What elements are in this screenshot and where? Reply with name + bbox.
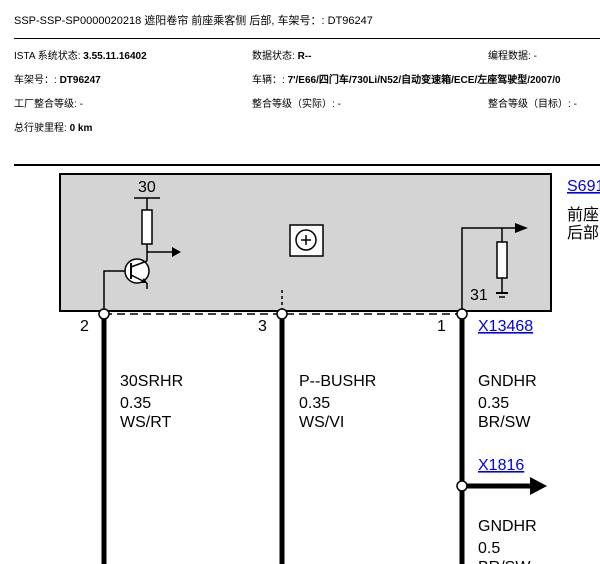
data-status: 数据状态: R-- [252,47,311,62]
vehicle-label: 车辆：: [252,75,288,86]
wire4-color: BR/SW [478,559,531,564]
data-status-value: R-- [297,51,312,62]
wire2-size: 0.35 [299,395,330,412]
ista-status-value: 3.55.11.16402 [83,51,147,62]
actual-level: 整合等级（实际）: - [252,95,341,110]
splice-link-x1816[interactable]: X1816 [478,457,524,474]
transistor-icon [124,258,150,284]
target-level-value: - [573,99,577,110]
pin-1-label: 1 [437,318,446,335]
actual-level-label: 整合等级（实际）: [252,99,338,110]
factory-level-value: - [79,99,83,110]
wire1-name: 30SRHR [120,373,183,390]
ground-input-arrow-icon [515,223,528,233]
connector-link-x13468[interactable]: X13468 [478,318,533,335]
splice-arrow-icon [530,477,547,495]
wire3-name: GNDHR [478,373,537,390]
emitter-arrow-icon [140,278,147,283]
wire1-size: 0.35 [120,395,151,412]
wire4-name: GNDHR [478,518,537,535]
mileage-info: 总行驶里程: 0 km [14,119,92,134]
header-divider [14,38,600,39]
vehicle-info: 车辆：: 7'/E66/四门车/730Li/N52/自动变速箱/ECE/左座驾驶… [252,71,600,86]
component-desc-line1: 前座 [567,206,599,224]
programming-data-label: 编程数据: [488,51,534,62]
target-level: 整合等级（目标）: - [488,95,577,110]
mileage-label: 总行驶里程: [14,123,70,134]
wire3-size: 0.35 [478,395,509,412]
component-link-s691[interactable]: S691 [567,178,600,195]
resistor-30 [141,209,153,245]
pin-3-label: 3 [258,318,267,335]
actual-level-value: - [337,99,341,110]
wire2-color: WS/VI [299,414,344,431]
pin-1-terminal[interactable] [456,308,468,320]
diagram-divider [14,164,600,166]
wiring-diagram: 30 31 2 3 1 S691 前座 后部 X13468 X1816 30SR… [59,173,600,564]
page-title: SSP-SSP-SP0000020218 遮阳卷帘 前座乘客侧 后部, 车架号：… [14,15,373,27]
vin-value: DT96247 [59,75,101,86]
ista-status-label: ISTA 系统状态: [14,51,84,62]
transistor-collector [130,260,148,268]
wire4-size: 0.5 [478,540,500,557]
pin-3-terminal[interactable] [276,308,288,320]
splice-node [456,480,468,492]
pin-2-label: 2 [80,318,89,335]
factory-level: 工厂整合等级: - [14,95,83,110]
vin-label: 车架号：: [14,75,60,86]
vin-info: 车架号：: DT96247 [14,71,101,86]
pin-2-internal-wire [103,270,125,311]
mileage-value: 0 km [69,123,93,134]
terminal-31-label: 31 [470,287,488,304]
wire1-color: WS/RT [120,414,171,431]
component-desc-line2: 后部 [567,224,599,242]
data-status-label: 数据状态: [252,51,298,62]
target-level-label: 整合等级（目标）: [488,99,574,110]
terminal-30-label: 30 [138,179,156,196]
wire3-color: BR/SW [478,414,531,431]
resistor-31 [496,241,508,279]
pin-1-internal-wire [461,227,515,311]
factory-level-label: 工厂整合等级: [14,99,80,110]
pin-2-terminal[interactable] [98,308,110,320]
programming-data: 编程数据: - [488,47,537,62]
wire2-name: P--BUSHR [299,373,376,390]
programming-data-value: - [533,51,537,62]
output-arrow-icon [172,247,181,257]
vehicle-value: 7'/E66/四门车/730Li/N52/自动变速箱/ECE/左座驾驶型/200… [287,75,561,86]
ista-status: ISTA 系统状态: 3.55.11.16402 [14,47,147,62]
